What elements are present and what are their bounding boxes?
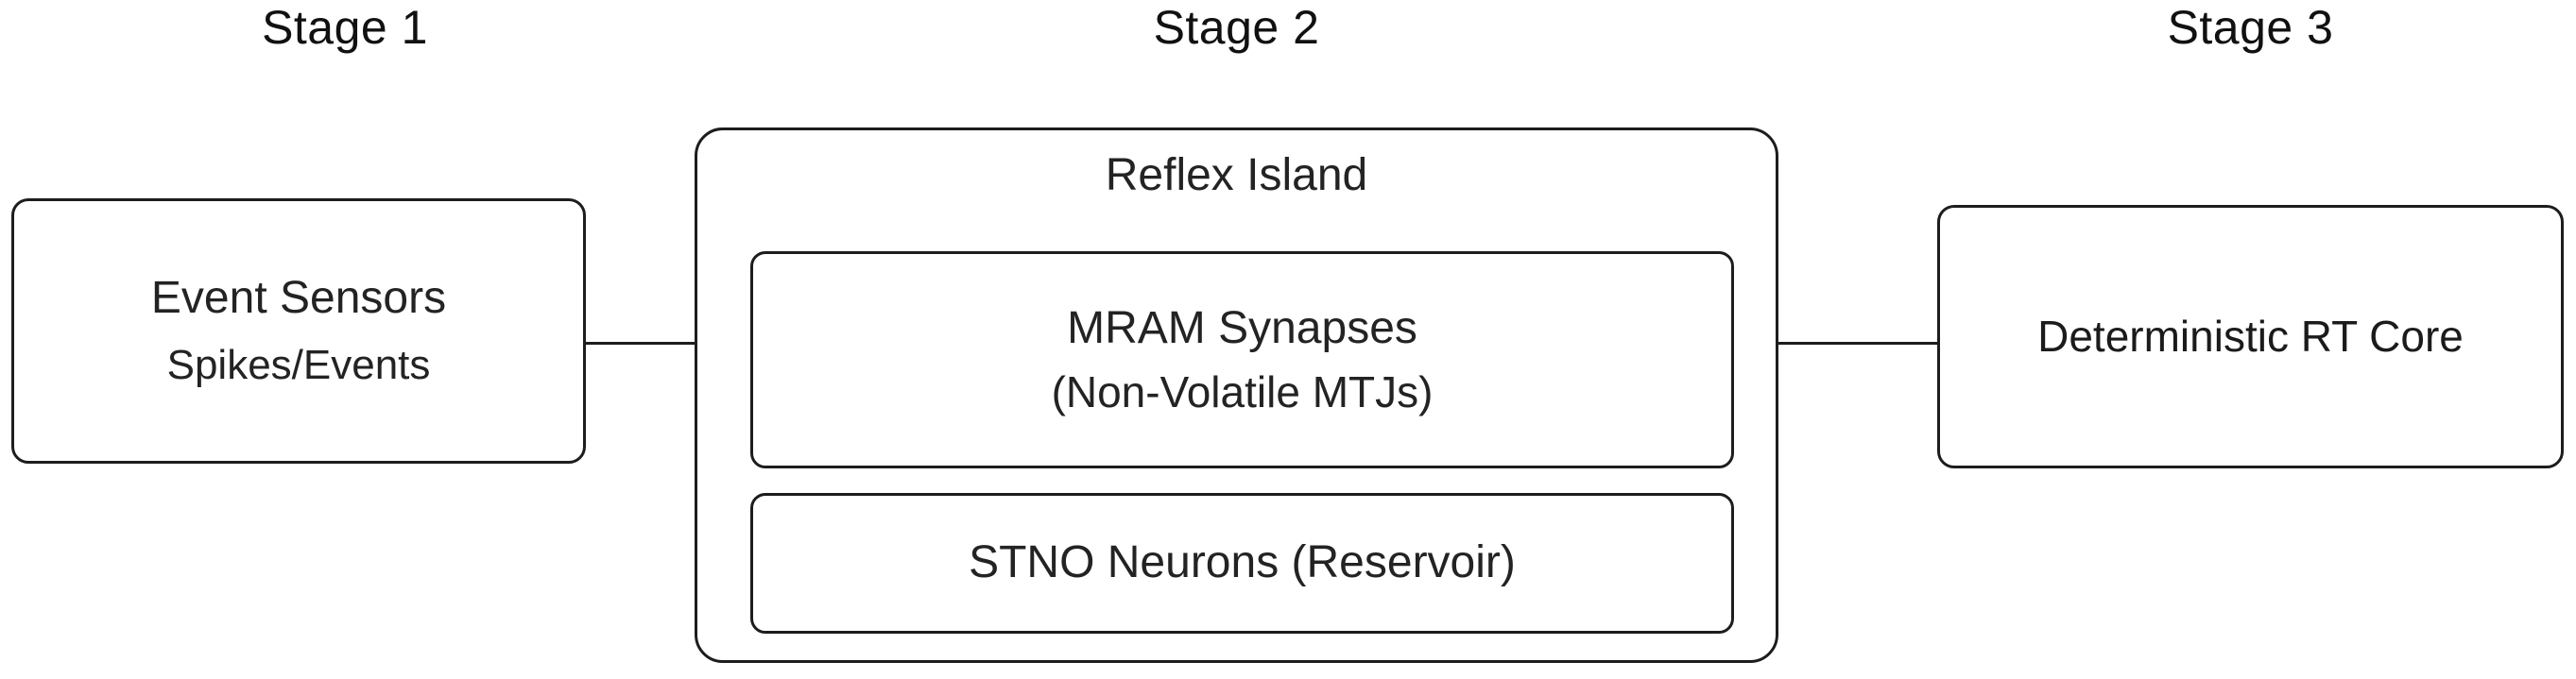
- reflex-island-title: Reflex Island: [1105, 150, 1368, 200]
- event-sensors-subtitle: Spikes/Events: [166, 341, 431, 388]
- stage-3-label: Stage 3: [2167, 1, 2334, 54]
- connector-reflex-island-to-rt-core: [1777, 342, 1939, 345]
- mram-synapses-title: MRAM Synapses: [1067, 302, 1417, 353]
- mram-synapses-node[interactable]: MRAM Synapses (Non-Volatile MTJs): [750, 251, 1734, 468]
- stage-1-label: Stage 1: [262, 1, 428, 54]
- connector-sensors-to-reflex-island: [584, 342, 697, 345]
- stno-neurons-title: STNO Neurons (Reservoir): [969, 537, 1516, 588]
- reflex-island-node[interactable]: Reflex Island MRAM Synapses (Non-Volatil…: [695, 127, 1778, 663]
- stage-2-label: Stage 2: [1153, 1, 1320, 54]
- event-sensors-node[interactable]: Event Sensors Spikes/Events: [11, 198, 586, 464]
- stno-neurons-node[interactable]: STNO Neurons (Reservoir): [750, 493, 1734, 634]
- mram-synapses-subtitle: (Non-Volatile MTJs): [1051, 367, 1434, 417]
- event-sensors-title: Event Sensors: [150, 273, 447, 324]
- deterministic-rt-core-node[interactable]: Deterministic RT Core: [1937, 205, 2564, 468]
- deterministic-rt-core-title: Deterministic RT Core: [2037, 312, 2464, 362]
